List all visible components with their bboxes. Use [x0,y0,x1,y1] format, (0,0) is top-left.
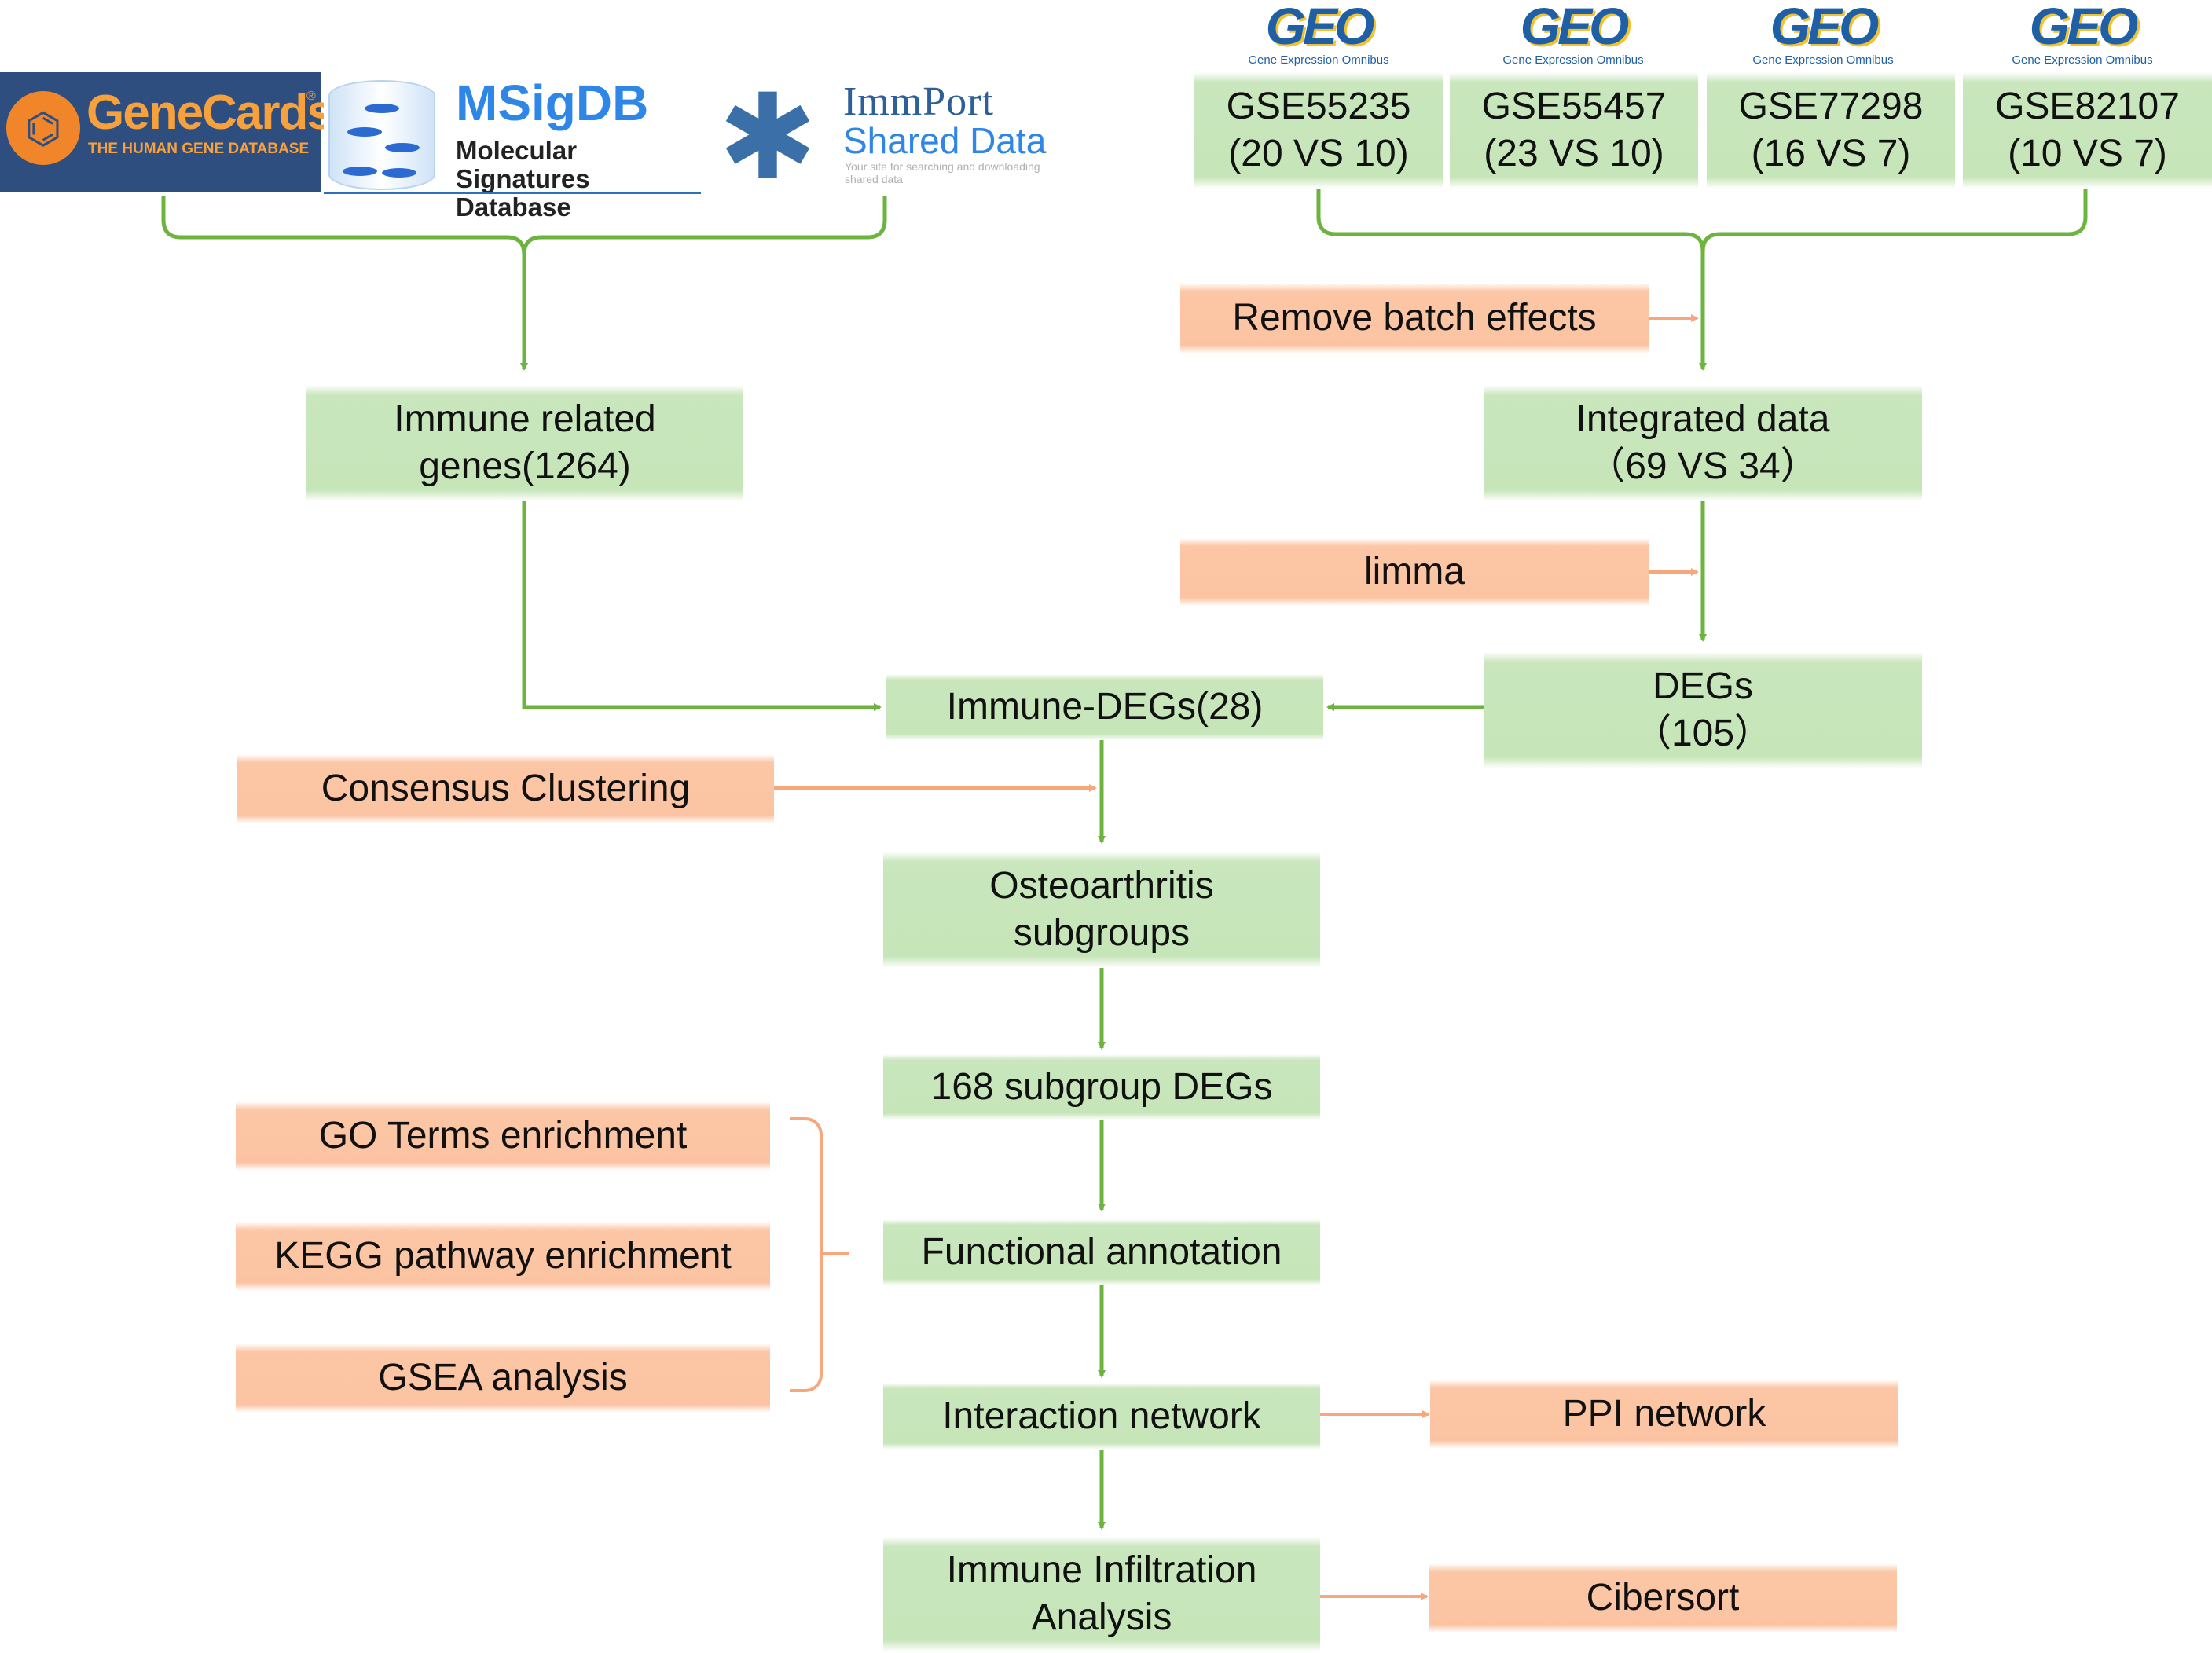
osteoarthritis-subgroups-node: Osteoarthritis subgroups [883,852,1320,968]
geo-mark-icon: GEO [2029,0,2139,55]
dataset-gse55457: GSE55457 (23 VS 10) [1450,72,1698,189]
immport-subtitle: Shared Data [843,120,1047,161]
genecards-tagline: THE HUMAN GENE DATABASE [88,141,310,157]
limma-node: limma [1180,538,1649,606]
ppi-network-node: PPI network [1430,1380,1898,1449]
msigdb-tagline: Molecular Signatures Database [456,136,590,222]
enrichment-bracket [790,1117,823,1392]
immune-related-genes-node: Immune related genes(1264) [306,385,743,501]
genecards-name: GeneCards [86,86,334,140]
kegg-pathway-node: KEGG pathway enrichment [236,1222,770,1291]
subgroup-degs-node: 168 subgroup DEGs [883,1054,1320,1120]
immport-tagline: Your site for searching and downloading … [845,160,1040,185]
geo-mark-icon: GEO [1520,0,1630,55]
immport-logo: ✱ ImmPort Shared Data Your site for sear… [711,71,1057,203]
immune-infiltration-node: Immune Infiltration Analysis [883,1537,1320,1651]
immune-degs-node: Immune-DEGs(28) [886,674,1323,740]
msigdb-name: MSigDB [456,75,649,131]
geo-logo-sub: Gene Expression Omnibus [1502,53,1644,67]
msigdb-logo: MSigDB Molecular Signatures Database [324,72,701,222]
genecards-registered: ® [306,90,316,103]
msigdb-underline [324,192,701,194]
geo-mark-icon: GEO [1770,0,1880,55]
database-icon [328,80,435,190]
cibersort-node: Cibersort [1429,1563,1897,1633]
geo-merge-line [1316,189,2088,252]
star-icon: ✱ [718,71,817,203]
geo-logo-sub: Gene Expression Omnibus [1752,53,1894,67]
consensus-clustering-node: Consensus Clustering [237,754,774,823]
geo-logo-4: GEO Gene Expression Omnibus [1988,0,2177,71]
genecards-logo: ⌬ GeneCards ® THE HUMAN GENE DATABASE [0,72,334,192]
geo-logo-sub: Gene Expression Omnibus [1248,53,1389,67]
arrow-immune-genes-to-immune-degs [522,501,882,711]
degs-node: DEGs （105） [1484,652,1922,768]
immport-name: ImmPort [843,79,994,124]
geo-logo-1: GEO Gene Expression Omnibus [1224,0,1413,71]
geo-logo-3: GEO Gene Expression Omnibus [1729,0,1917,71]
interaction-network-node: Interaction network [883,1383,1320,1450]
gsea-analysis-node: GSEA analysis [236,1343,770,1413]
dataset-gse82107: GSE82107 (10 VS 7) [1963,72,2212,189]
geo-mark-icon: GEO [1265,0,1375,55]
geo-logo-2: GEO Gene Expression Omnibus [1479,0,1667,71]
go-terms-node: GO Terms enrichment [236,1101,770,1171]
geo-logo-sub: Gene Expression Omnibus [2012,53,2153,67]
remove-batch-effects-node: Remove batch effects [1180,283,1649,354]
functional-annotation-node: Functional annotation [883,1219,1320,1285]
integrated-data-node: Integrated data （69 VS 34） [1484,385,1922,501]
dataset-gse77298: GSE77298 (16 VS 7) [1707,72,1955,189]
dna-icon: ⌬ [6,91,80,165]
dataset-gse55235: GSE55235 (20 VS 10) [1194,72,1443,189]
